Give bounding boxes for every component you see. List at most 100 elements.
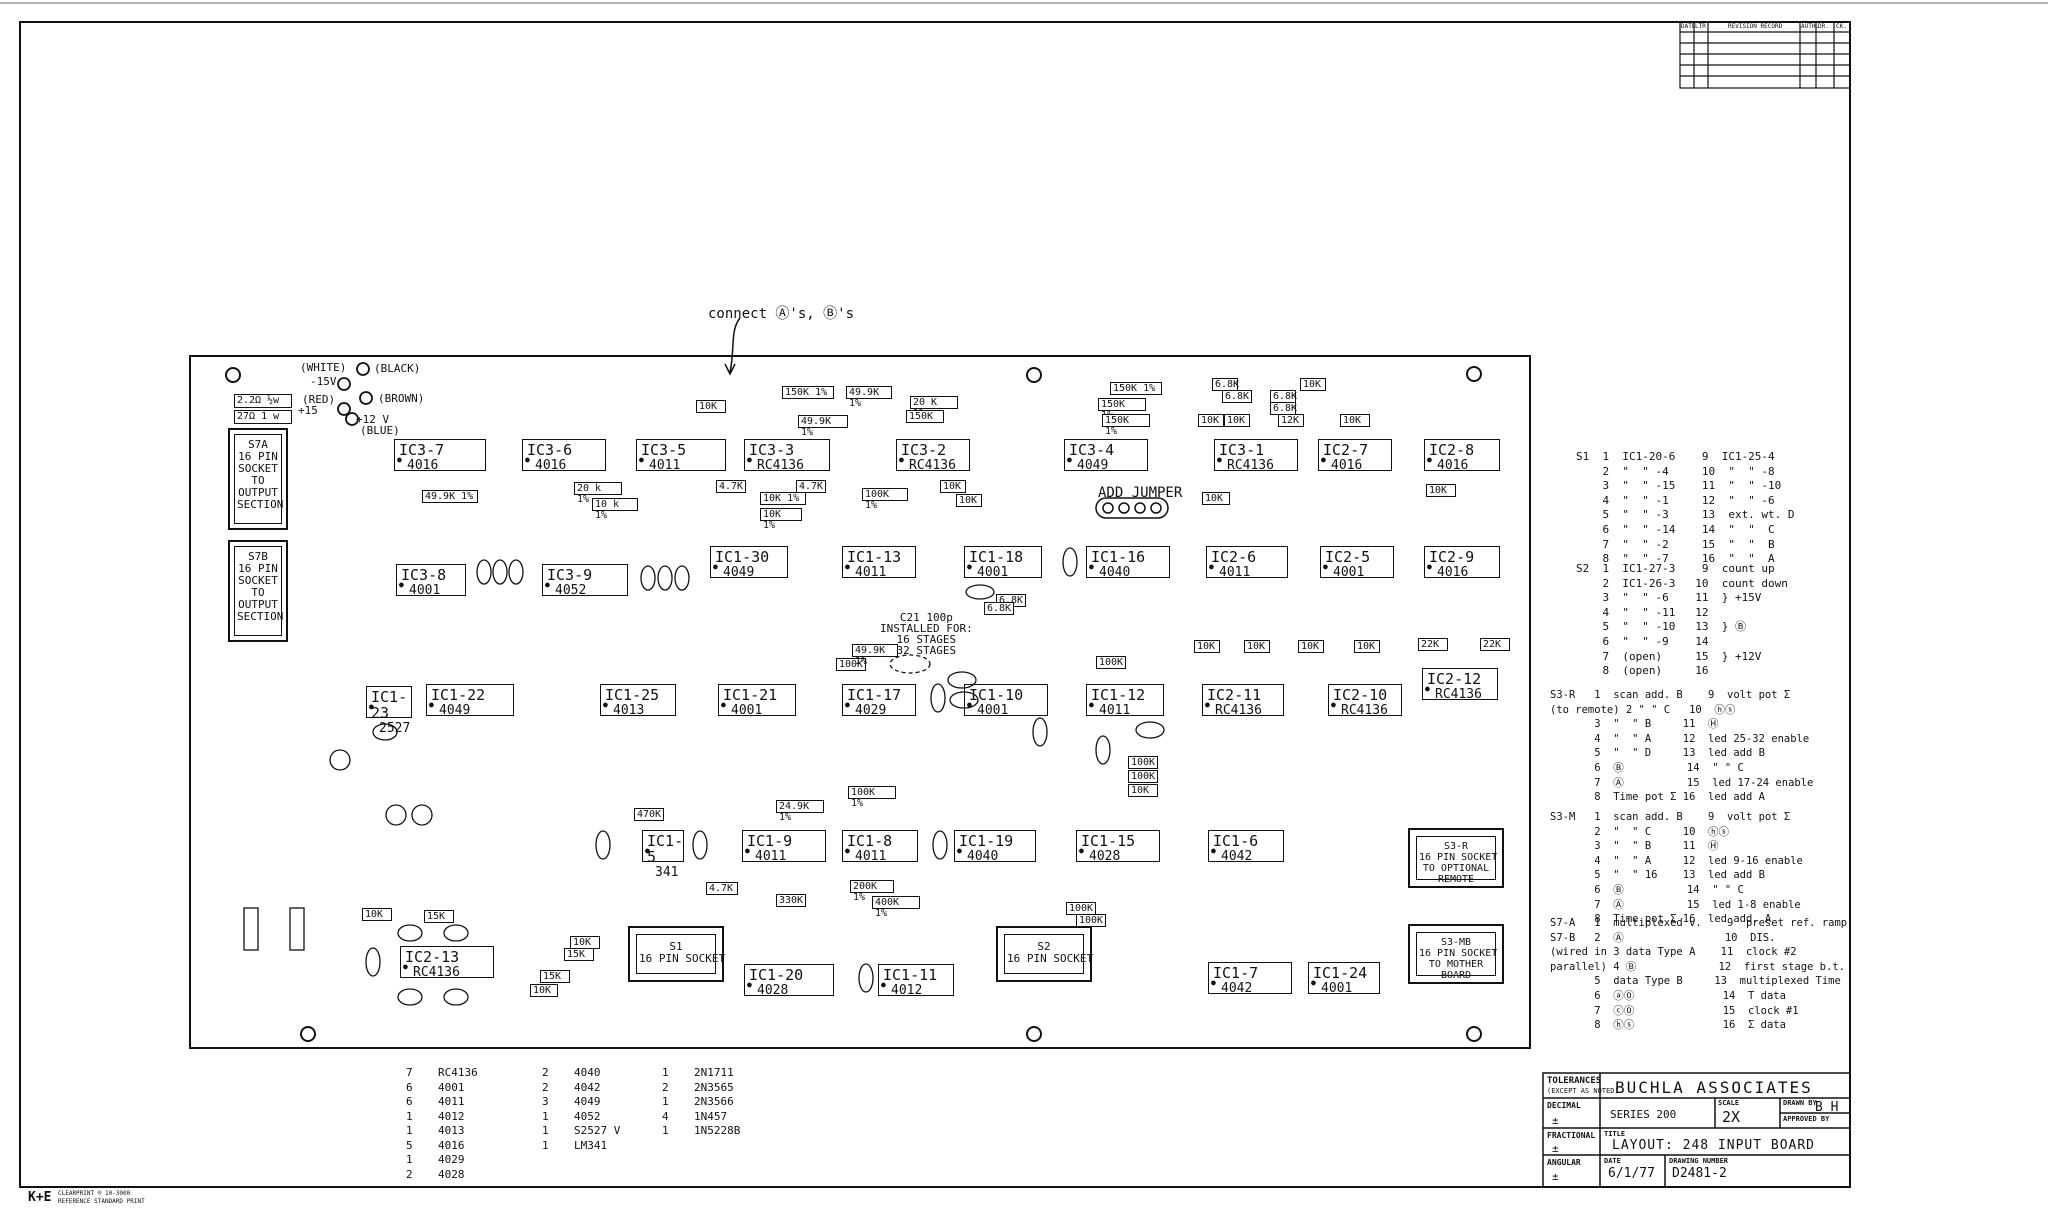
parts-name: RC4136 bbox=[438, 1066, 478, 1079]
legend-s7: S7-A 1 multiplexed v. 9 preset ref. ramp… bbox=[1550, 917, 1854, 1032]
tb-drawn-label: DRAWN BY bbox=[1783, 1099, 1817, 1107]
tb-tolerances-sub: (EXCEPT AS NOTED) bbox=[1547, 1087, 1619, 1095]
ic-part: 4001 bbox=[1333, 565, 1365, 580]
ic-ref: IC2-8 bbox=[1429, 441, 1475, 459]
rev-date: DATE bbox=[1681, 23, 1696, 30]
tb-pm-1: ± bbox=[1552, 1114, 1559, 1127]
ic-ref: IC1-18 bbox=[969, 548, 1024, 566]
ic-part: 4011 bbox=[1099, 703, 1131, 718]
mounting-hole bbox=[225, 367, 241, 383]
resistor-r39: 4.7K bbox=[716, 480, 746, 493]
socket-s2: S2 16 PIN SOCKET bbox=[996, 926, 1093, 982]
jumper-pads bbox=[1095, 497, 1169, 519]
tb-pm-2: ± bbox=[1552, 1142, 1559, 1155]
tb-scale: 2X bbox=[1722, 1108, 1741, 1126]
resistor-r29: 200K 1% bbox=[850, 880, 894, 903]
parts-qty: 7 bbox=[406, 1066, 413, 1079]
capacitor bbox=[1032, 717, 1048, 747]
resistor bbox=[243, 907, 259, 951]
pin1-marker: ● bbox=[713, 562, 718, 571]
pin1-marker: ● bbox=[1211, 978, 1216, 987]
parts-qty: 1 bbox=[662, 1124, 669, 1137]
ic-part: 4011 bbox=[1219, 565, 1251, 580]
socket-s3mb-label: S3-MB 16 PIN SOCKET TO MOTHER BOARD bbox=[1416, 932, 1497, 981]
pin1-marker: ● bbox=[721, 700, 726, 709]
terminal-brown bbox=[359, 391, 373, 405]
pin1-marker: ● bbox=[845, 846, 850, 855]
ic-ref: IC1-23 bbox=[371, 688, 408, 722]
socket-s3r-label: S3-R 16 PIN SOCKET TO OPTIONAL REMOTE bbox=[1416, 836, 1497, 885]
capacitor bbox=[1095, 735, 1111, 765]
resistor-r42: 470K bbox=[634, 808, 664, 821]
jumper-pad bbox=[1134, 502, 1146, 514]
resistor-r31: 20 k 1% bbox=[574, 482, 622, 505]
mounting-hole bbox=[1026, 367, 1042, 383]
resistor-r36: 4.7K bbox=[796, 480, 826, 493]
parts-name: 4001 bbox=[438, 1080, 465, 1094]
tb-title-label: TITLE bbox=[1604, 1130, 1626, 1138]
capacitor bbox=[965, 584, 995, 600]
capacitor bbox=[930, 683, 946, 713]
pin1-marker: ● bbox=[1209, 562, 1214, 571]
parts-name: 4040 bbox=[574, 1066, 601, 1079]
pin1-marker: ● bbox=[1311, 978, 1316, 987]
resistor-r20: 100K 1% bbox=[862, 488, 908, 511]
ic-part: 4049 bbox=[439, 703, 471, 718]
terminal-plus15 bbox=[337, 402, 351, 416]
power-terminals bbox=[337, 362, 373, 426]
parts-name: 4028 bbox=[438, 1167, 465, 1181]
ic-part: 4016 bbox=[1437, 458, 1469, 473]
ic-ref: IC3-6 bbox=[527, 441, 573, 459]
ic-part: 4042 bbox=[1221, 981, 1253, 996]
capacitor bbox=[411, 804, 433, 826]
ic-ref: IC2-10 bbox=[1333, 686, 1388, 704]
edge-components bbox=[243, 907, 305, 951]
resistor-r22: 20 K 1% bbox=[910, 396, 958, 419]
capacitor bbox=[595, 830, 611, 860]
ic-part: 4028 bbox=[1089, 849, 1121, 864]
c21-dashed bbox=[889, 654, 931, 674]
ic-part: 4012 bbox=[891, 983, 923, 998]
minus15-label: -15V bbox=[310, 375, 337, 388]
capacitor bbox=[492, 559, 508, 585]
resistor-r53: 100K bbox=[1128, 770, 1158, 783]
pin1-marker: ● bbox=[1067, 455, 1072, 464]
pin1-marker: ● bbox=[645, 846, 650, 855]
resistor-r64: 6.8K bbox=[984, 602, 1014, 615]
pin1-marker: ● bbox=[1427, 562, 1432, 571]
resistor-r25: 49.9K 1% bbox=[846, 386, 892, 409]
jumper-pad bbox=[1150, 502, 1162, 514]
ic-part: 4001 bbox=[977, 703, 1009, 718]
pin1-marker: ● bbox=[1331, 700, 1336, 709]
pin1-marker: ● bbox=[747, 455, 752, 464]
capacitor bbox=[692, 830, 708, 860]
resistor-r10: 10K bbox=[1202, 492, 1230, 505]
parts-qty: 6 bbox=[406, 1095, 413, 1108]
ic-ref: IC3-8 bbox=[401, 566, 447, 584]
socket-s2-label: S2 16 PIN SOCKET bbox=[1004, 934, 1093, 974]
resistor-r38: 10K 1% bbox=[760, 492, 806, 505]
ic-ref: IC2-7 bbox=[1323, 441, 1369, 459]
resistor-r38b: 100K 1% bbox=[848, 786, 896, 809]
socket-s7b: S7B 16 PIN SOCKET TO OUTPUT SECTION bbox=[228, 540, 288, 642]
pin1-marker: ● bbox=[957, 846, 962, 855]
terminal-minus15 bbox=[337, 377, 351, 391]
capacitor bbox=[397, 924, 423, 942]
